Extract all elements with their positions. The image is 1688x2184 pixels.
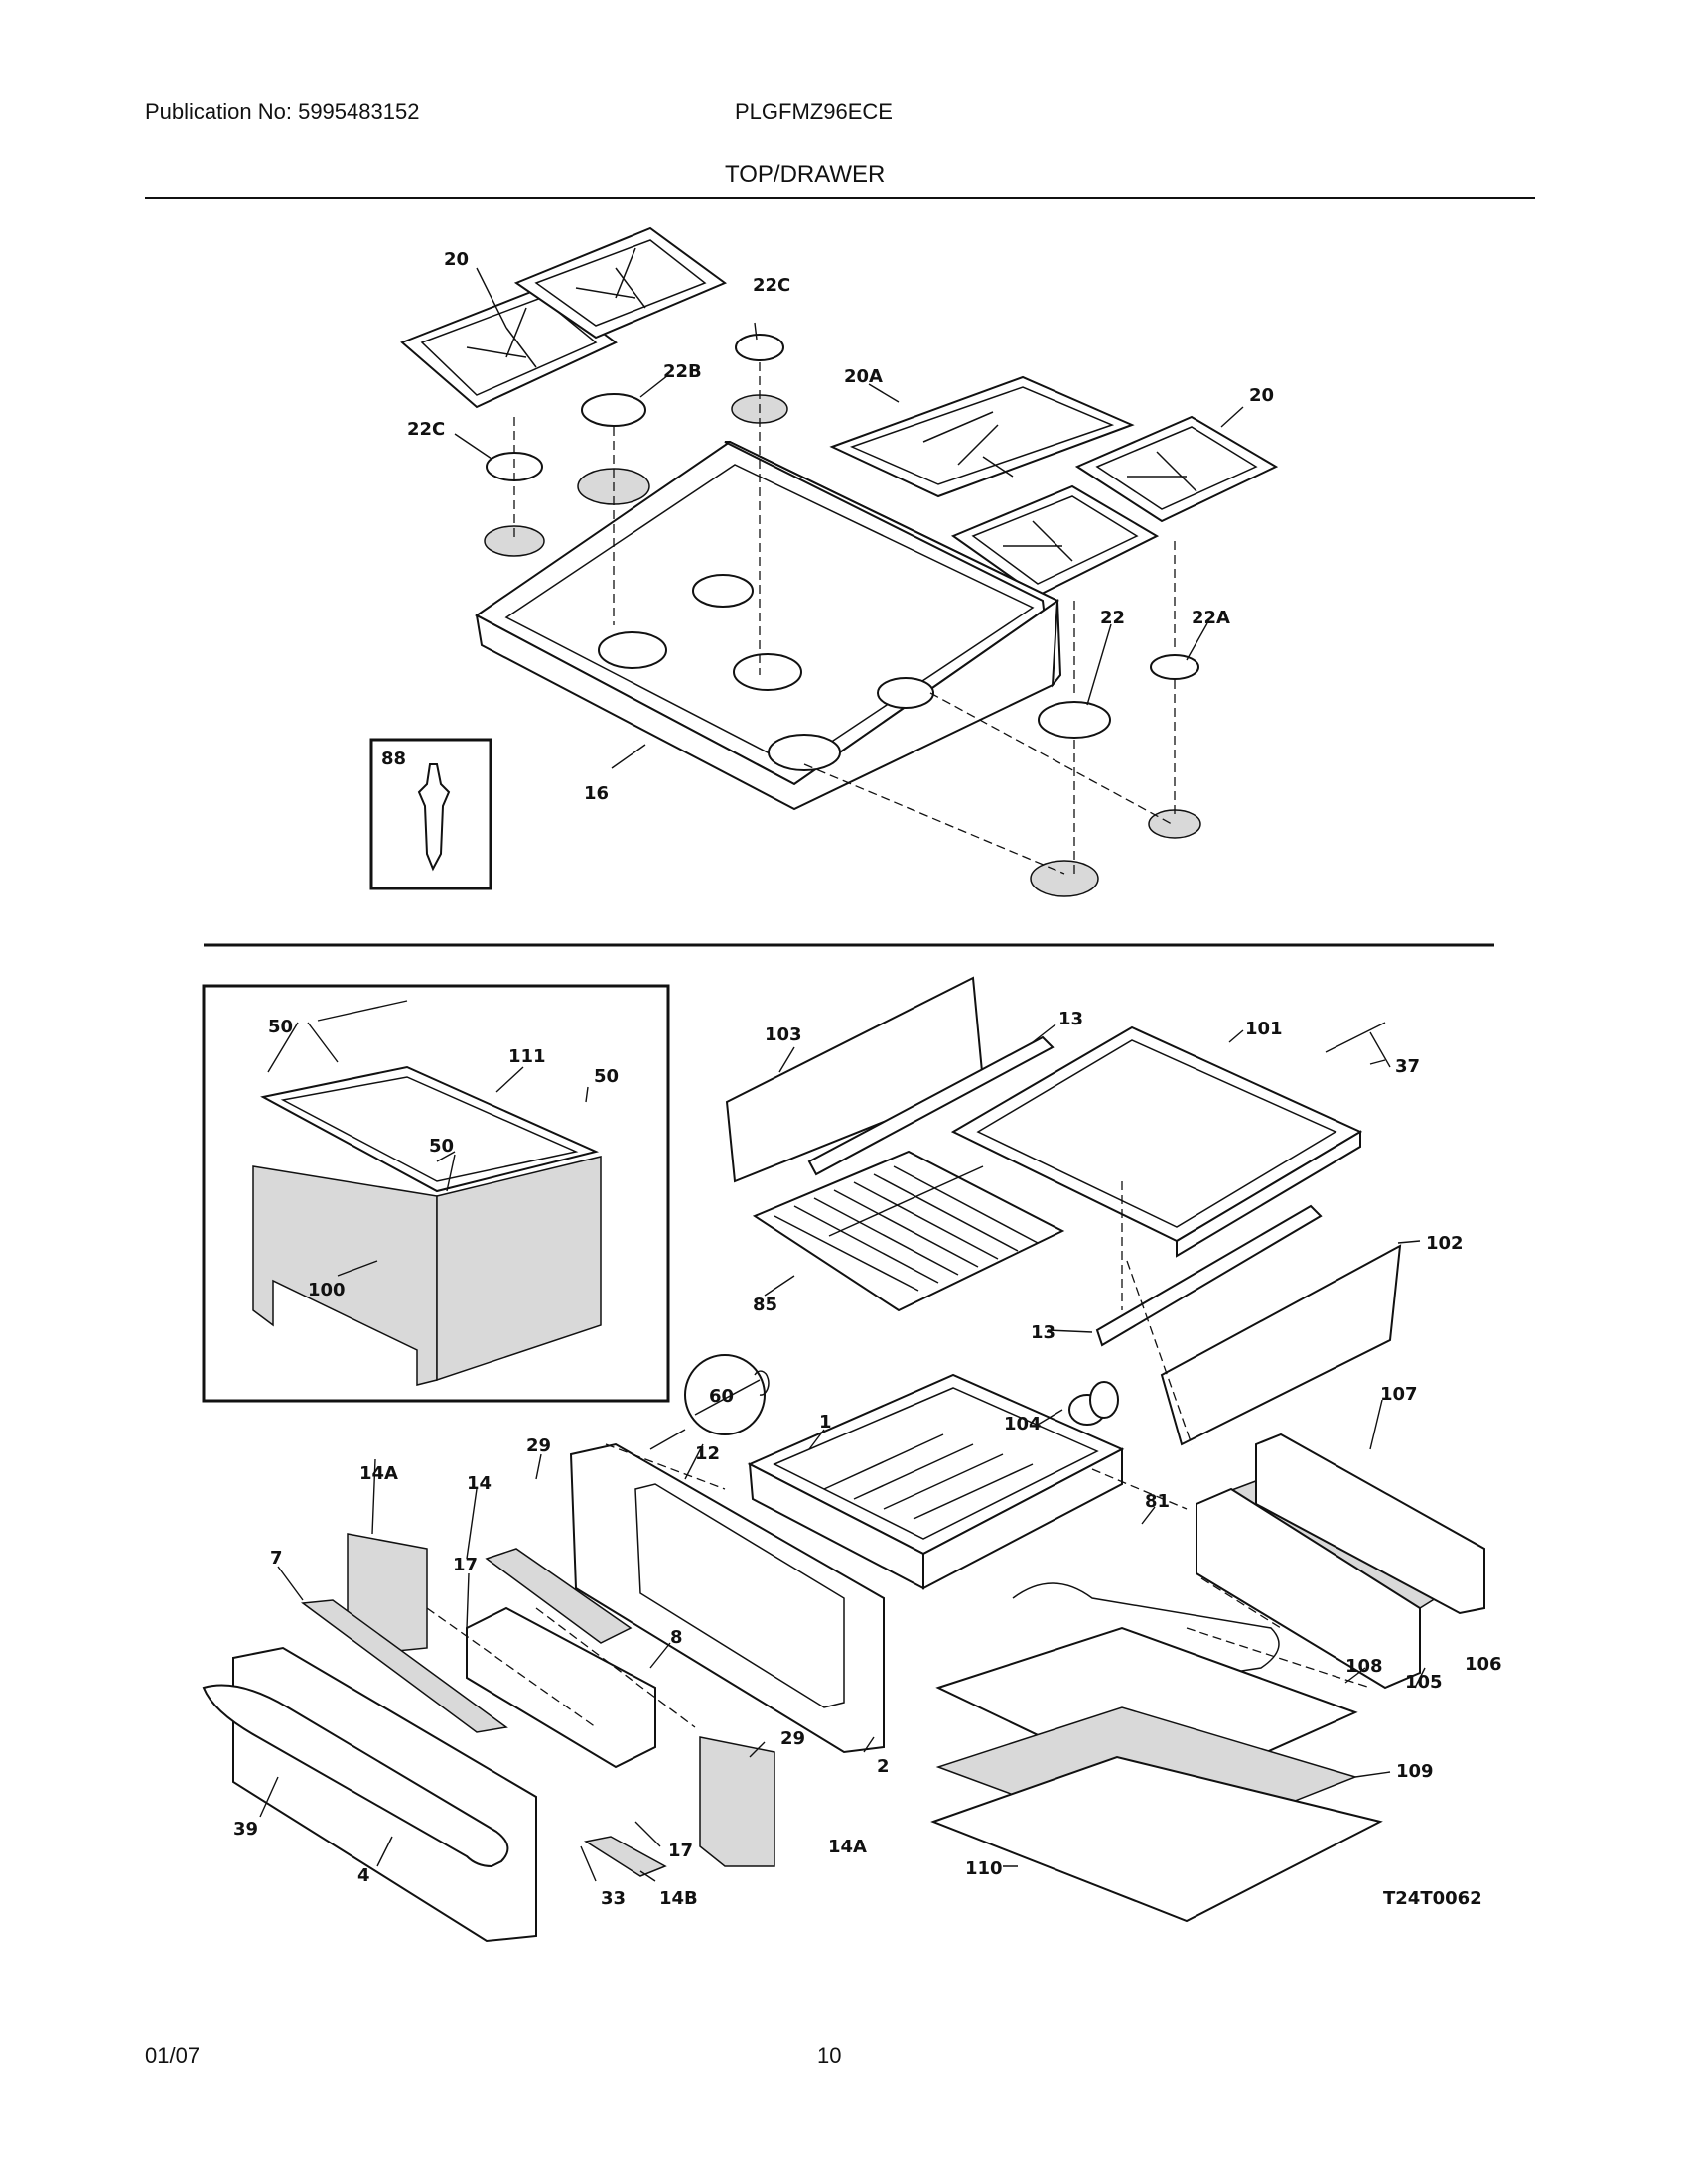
publication-number: Publication No: 5995483152 (145, 99, 420, 124)
label-111: 111 (508, 1046, 546, 1067)
panel-110 (930, 1755, 1383, 1923)
label-110: 110 (965, 1858, 1003, 1879)
burner-cap-22b (581, 393, 646, 427)
figure-code: T24T0062 (1383, 1888, 1482, 1909)
cooktop-main-top (475, 440, 1062, 811)
burner-cap-22c-top (735, 334, 784, 361)
label-105: 105 (1405, 1672, 1443, 1693)
label-14a: 14A (359, 1463, 398, 1484)
label-85: 85 (753, 1295, 777, 1315)
label-13: 13 (1058, 1009, 1083, 1029)
label-29: 29 (526, 1435, 551, 1456)
label-22: 22 (1100, 608, 1125, 628)
label-88: 88 (381, 749, 406, 769)
burner-head (484, 525, 545, 557)
label-22b: 22B (663, 361, 702, 382)
burner-cap-22a (1150, 654, 1199, 680)
oven-rack-85 (752, 1150, 1065, 1312)
burner-head (1030, 860, 1099, 897)
label-29: 29 (780, 1728, 805, 1749)
label-101: 101 (1245, 1019, 1283, 1039)
insulation-14a-right (699, 1736, 775, 1867)
label-106: 106 (1465, 1654, 1502, 1675)
inset-box-part-88 (369, 738, 492, 890)
label-102: 102 (1426, 1233, 1464, 1254)
drawer-runner-13-top (807, 1035, 1055, 1176)
side-panel-102 (1160, 1244, 1402, 1446)
label-22c: 22C (753, 275, 790, 296)
header-rule (145, 197, 1535, 199)
knob-104 (1068, 1381, 1119, 1426)
label-4: 4 (357, 1865, 370, 1886)
label-14a: 14A (828, 1837, 867, 1857)
panel-111 (260, 1065, 600, 1193)
label-60: 60 (709, 1386, 734, 1407)
drawer-pan-1 (747, 1373, 1125, 1590)
label-17: 17 (668, 1841, 693, 1861)
insulation-14 (485, 1548, 633, 1644)
label-14b: 14B (659, 1888, 698, 1909)
panel-107 (1255, 1433, 1485, 1615)
insulation-7 (300, 1599, 508, 1733)
bracket-17 (466, 1606, 656, 1769)
label-14: 14 (467, 1473, 492, 1494)
drawer-runner-13-bottom (1095, 1204, 1323, 1347)
label-107: 107 (1380, 1384, 1418, 1405)
label-20a: 20A (844, 366, 883, 387)
label-2: 2 (877, 1756, 890, 1777)
insulation-100 (252, 1156, 602, 1386)
drawer-frame-2 (569, 1442, 885, 1754)
panel-105 (1196, 1487, 1421, 1690)
wire-37 (1325, 1022, 1391, 1068)
leveling-leg-icon (417, 763, 451, 872)
label-81: 81 (1145, 1491, 1170, 1512)
label-104: 104 (1004, 1414, 1042, 1434)
label-17: 17 (453, 1555, 478, 1575)
label-109: 109 (1396, 1761, 1434, 1782)
label-20: 20 (444, 249, 469, 270)
section-title: TOP/DRAWER (725, 161, 886, 188)
label-7: 7 (270, 1548, 283, 1569)
label-20: 20 (1249, 385, 1274, 406)
panel-101 (950, 1025, 1363, 1258)
drawer-front-4 (202, 1646, 537, 1943)
burner-grate-left-pair (400, 226, 728, 409)
label-13: 13 (1031, 1322, 1055, 1343)
label-16: 16 (584, 783, 609, 804)
label-50: 50 (268, 1017, 293, 1037)
footer-page-number: 10 (817, 2043, 842, 2068)
label-50: 50 (594, 1066, 619, 1087)
label-39: 39 (233, 1819, 258, 1840)
label-103: 103 (765, 1024, 802, 1045)
label-108: 108 (1345, 1656, 1383, 1677)
burner-head (1148, 809, 1201, 839)
label-50: 50 (429, 1136, 454, 1157)
inset-box-insulation (202, 984, 670, 1403)
burner-grate-right-pair (950, 415, 1279, 598)
model-number: PLGFMZ96ECE (735, 99, 893, 124)
label-22a: 22A (1192, 608, 1230, 628)
label-100: 100 (308, 1280, 346, 1300)
label-22c: 22C (407, 419, 445, 440)
label-33: 33 (601, 1888, 626, 1909)
insulation-14b (584, 1836, 667, 1877)
footer-date: 01/07 (145, 2043, 201, 2068)
center-grate-20a (829, 375, 1135, 498)
label-1: 1 (819, 1412, 832, 1433)
detail-circle-60 (684, 1354, 766, 1435)
label-8: 8 (670, 1627, 683, 1648)
label-37: 37 (1395, 1056, 1420, 1077)
label-12: 12 (695, 1443, 720, 1464)
burner-cap-22 (1038, 701, 1111, 739)
